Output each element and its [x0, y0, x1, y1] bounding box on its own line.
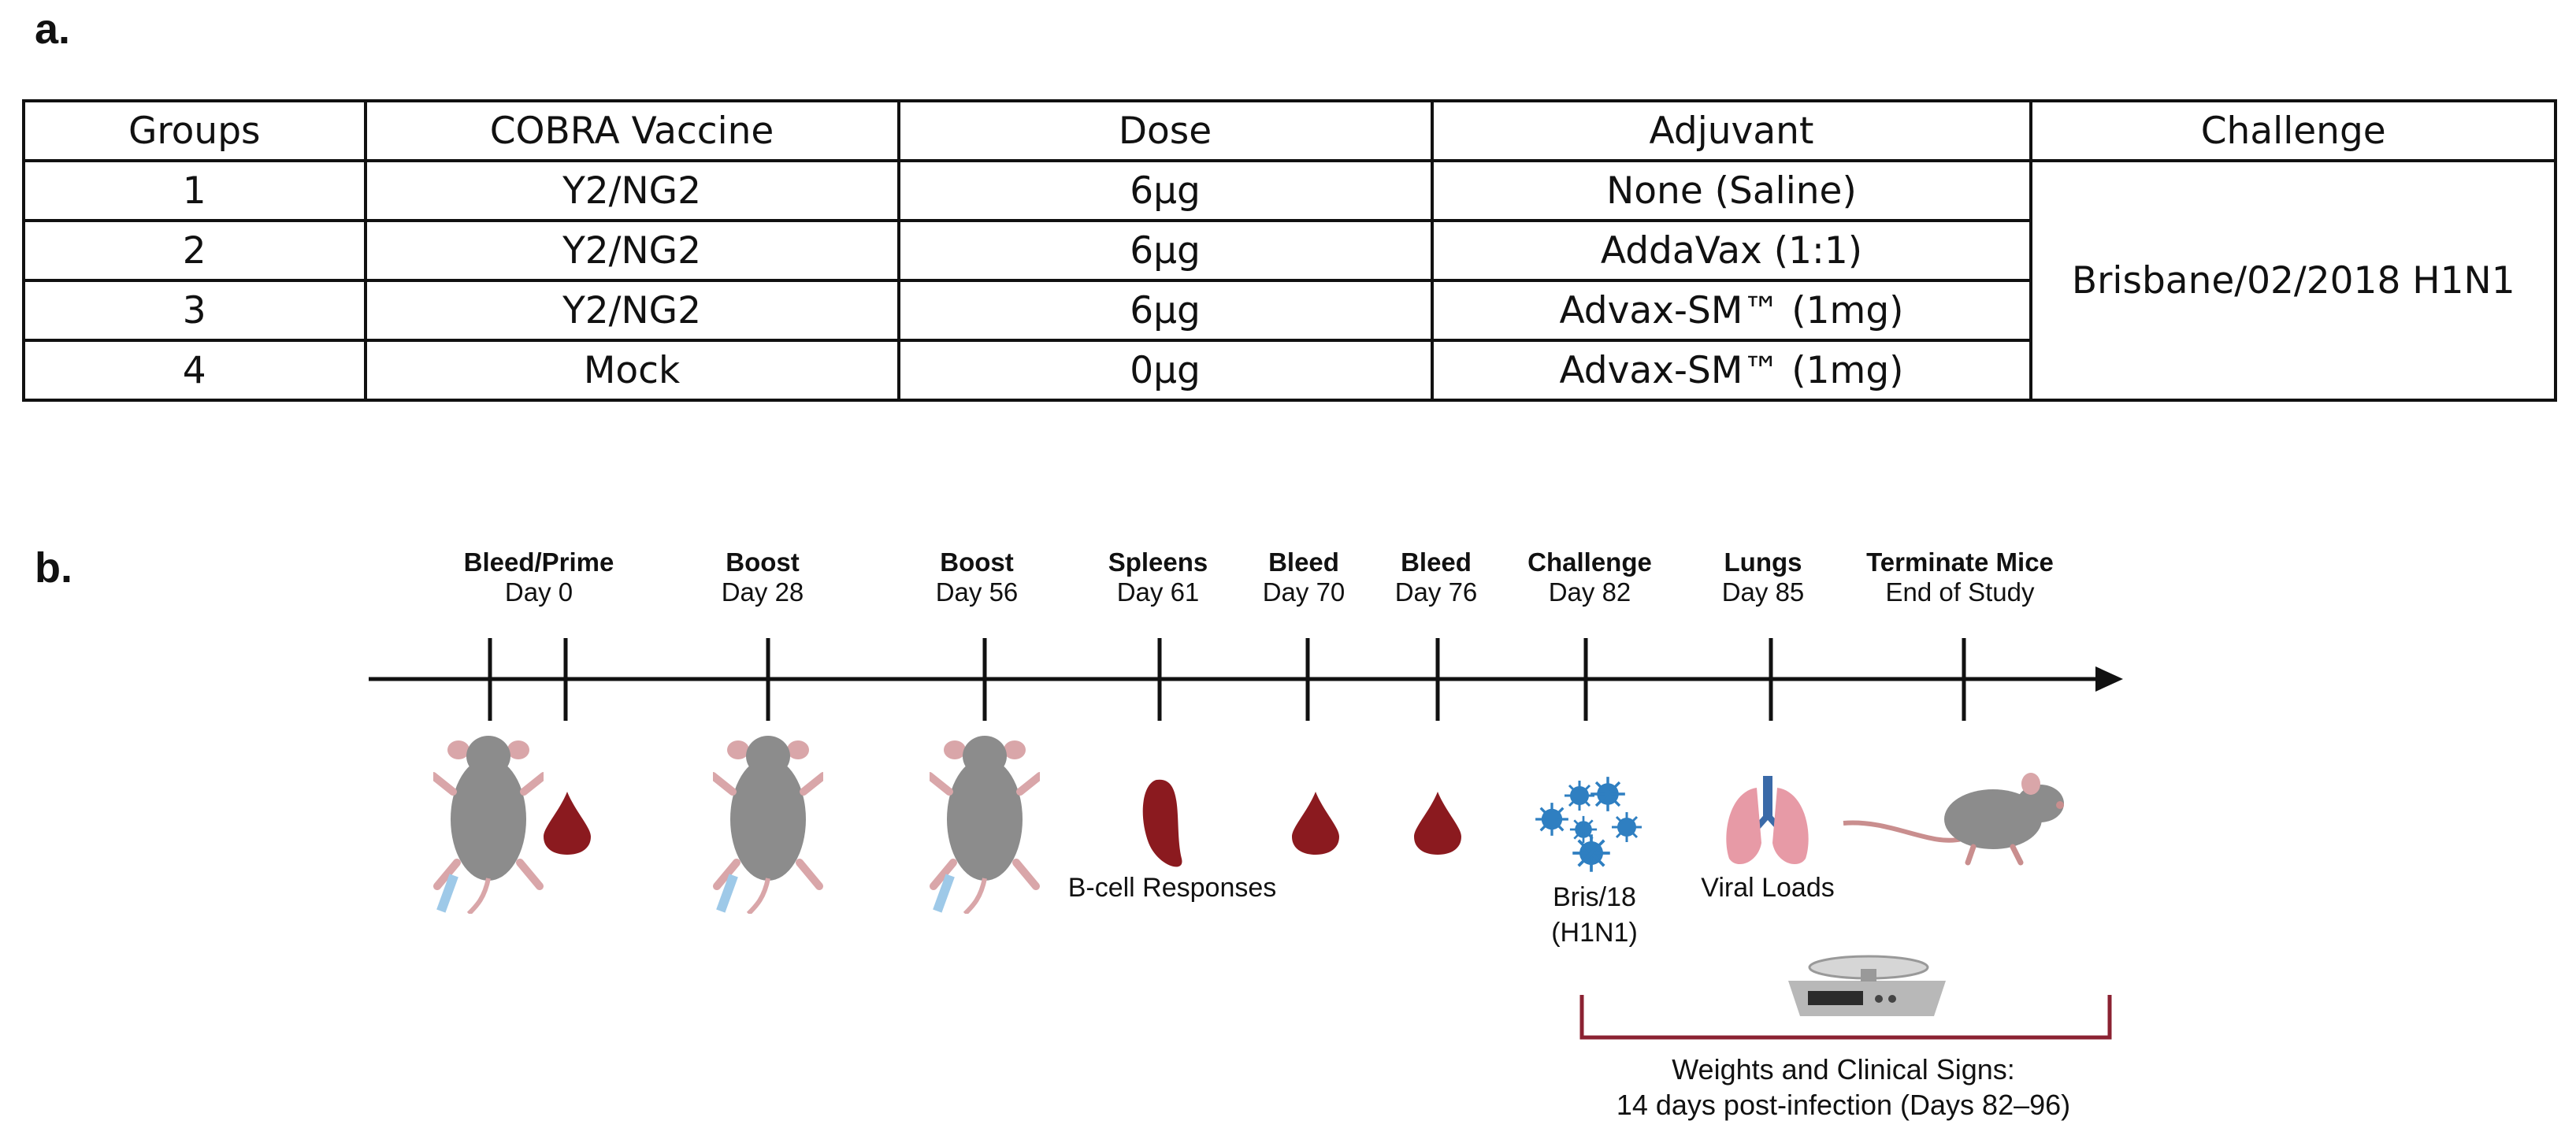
event-day: Day 28	[722, 577, 804, 607]
event-title: Spleens	[1108, 547, 1208, 577]
header-adjuvant: Adjuvant	[1430, 99, 2033, 162]
panel-label-b: b.	[35, 544, 72, 592]
header-cobra-vaccine: COBRA Vaccine	[363, 99, 900, 162]
timeline-ticks	[488, 638, 1966, 721]
cell-group: 1	[22, 159, 367, 222]
event-title: Bleed	[1401, 547, 1472, 577]
cell-challenge: Brisbane/02/2018 H1N1	[2029, 159, 2557, 402]
header-groups: Groups	[22, 99, 367, 162]
table-row: 4 Mock 0μg Advax-SM™ (1mg)	[22, 339, 2556, 402]
cell-group: 2	[22, 219, 367, 282]
weights-caption-line1: Weights and Clinical Signs:	[1672, 1053, 2015, 1085]
cell-group: 3	[22, 279, 367, 342]
cell-vaccine: Y2/NG2	[363, 219, 900, 282]
event-day: Day 0	[505, 577, 573, 607]
mouse-running-icon	[1843, 773, 2064, 866]
cell-vaccine: Y2/NG2	[363, 159, 900, 222]
virus-caption-line2: (H1N1)	[1551, 918, 1638, 948]
table-header-row: Groups COBRA Vaccine Dose Adjuvant Chall…	[22, 99, 2557, 162]
virus-caption-line1: Bris/18	[1553, 882, 1636, 912]
table-row: 1 Y2/NG2 6μg None (Saline) Brisbane/02/2…	[22, 159, 2557, 402]
timeline-arrowhead	[2095, 666, 2123, 692]
event-title: Terminate Mice	[1866, 547, 2054, 577]
cell-dose: 6μg	[896, 219, 1434, 282]
event-day: Day 76	[1395, 577, 1478, 607]
event-day: Day 70	[1263, 577, 1346, 607]
mouse-prime-icon	[433, 736, 544, 914]
header-dose: Dose	[896, 99, 1434, 162]
event-day: Day 82	[1549, 577, 1631, 607]
cell-vaccine: Y2/NG2	[363, 279, 900, 342]
cell-adjuvant: Advax-SM™ (1mg)	[1430, 279, 2033, 342]
event-title: Boost	[726, 547, 800, 577]
cell-adjuvant: AddaVax (1:1)	[1430, 219, 2033, 282]
cell-dose: 0μg	[896, 339, 1434, 402]
vaccine-groups-table: Groups COBRA Vaccine Dose Adjuvant Chall…	[22, 99, 2557, 402]
scale-icon	[1788, 955, 1946, 1016]
event-title: Boost	[940, 547, 1014, 577]
event-title: Lungs	[1724, 547, 1802, 577]
panel-label-a: a.	[35, 6, 71, 53]
cell-group: 4	[22, 339, 367, 402]
bcell-caption: B-cell Responses	[1068, 873, 1277, 903]
cell-adjuvant: Advax-SM™ (1mg)	[1430, 339, 2033, 402]
event-title: Bleed/Prime	[464, 547, 614, 577]
event-day: Day 56	[936, 577, 1019, 607]
event-title: Challenge	[1527, 547, 1652, 577]
event-day: End of Study	[1886, 577, 2035, 607]
cell-vaccine: Mock	[363, 339, 900, 402]
mouse-boost-icon	[713, 736, 823, 914]
weights-bracket	[1579, 995, 2112, 1040]
lungs-icon	[1726, 776, 1809, 865]
blood-drop-icon	[1292, 792, 1339, 855]
event-day: Day 61	[1117, 577, 1200, 607]
blood-drop-icon	[1414, 792, 1461, 855]
header-challenge: Challenge	[2029, 99, 2557, 162]
virus-icon	[1535, 776, 1642, 873]
cell-adjuvant: None (Saline)	[1430, 159, 2033, 222]
mouse-boost-icon	[930, 736, 1040, 914]
weights-caption-line2: 14 days post-infection (Days 82–96)	[1616, 1089, 2070, 1121]
table-row: 3 Y2/NG2 6μg Advax-SM™ (1mg)	[22, 279, 2556, 342]
cell-dose: 6μg	[896, 279, 1434, 342]
event-day: Day 85	[1722, 577, 1805, 607]
event-title: Bleed	[1268, 547, 1339, 577]
spleen-icon	[1142, 779, 1182, 867]
blood-drop-icon	[544, 792, 591, 855]
viral-loads-caption: Viral Loads	[1701, 873, 1835, 903]
table-row: 2 Y2/NG2 6μg AddaVax (1:1)	[22, 219, 2556, 282]
cell-dose: 6μg	[896, 159, 1434, 222]
